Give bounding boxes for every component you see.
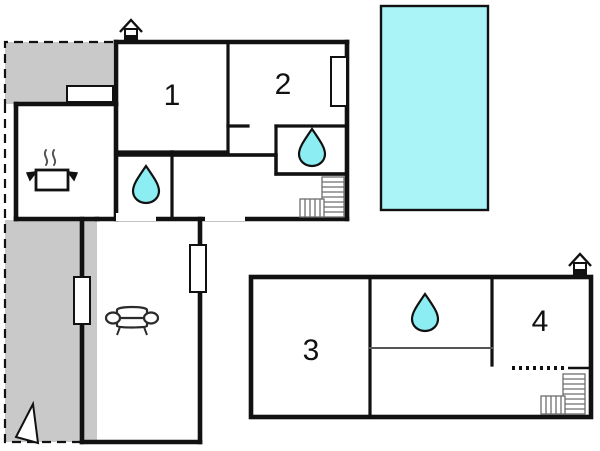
room-label-1: 1 bbox=[164, 79, 181, 112]
water-drop-shape bbox=[131, 164, 161, 205]
stair-treads-horizontal bbox=[304, 199, 321, 217]
water-drop-icon bbox=[297, 127, 327, 168]
door-opening[interactable] bbox=[189, 244, 207, 293]
entrance-door bbox=[574, 269, 586, 275]
stair-run-horizontal bbox=[299, 198, 325, 218]
entrance-roof bbox=[568, 252, 592, 267]
upper-step-wall bbox=[114, 153, 349, 176]
living-wing-walls bbox=[79, 216, 203, 445]
room-label-2: 2 bbox=[275, 68, 292, 101]
door-opening[interactable] bbox=[330, 56, 348, 107]
sofa-arm-right bbox=[142, 311, 160, 325]
water-drop-shape bbox=[297, 127, 327, 168]
entrance-door bbox=[125, 35, 137, 41]
pot-body bbox=[34, 168, 70, 192]
staircase-icon bbox=[299, 176, 345, 218]
swimming-pool-rect bbox=[379, 4, 490, 212]
entrance-roof bbox=[119, 18, 143, 33]
sofa-seat bbox=[115, 316, 149, 329]
terrace-lower-dashed-border bbox=[3, 104, 97, 444]
stair-treads-vertical bbox=[322, 181, 344, 213]
door-opening[interactable] bbox=[73, 276, 91, 325]
sofa-leg bbox=[143, 326, 148, 336]
sofa-arm-left bbox=[104, 311, 122, 325]
wall-gap bbox=[116, 213, 156, 221]
room-label-3: 3 bbox=[303, 334, 320, 367]
pot-handle-left bbox=[25, 171, 38, 182]
north-arrow-shape bbox=[14, 400, 40, 445]
steam-line bbox=[43, 149, 49, 166]
stair-treads-horizontal bbox=[545, 396, 562, 414]
terrace-upper-dashed-border bbox=[3, 40, 113, 104]
water-drop-shape bbox=[410, 292, 440, 333]
steam-line bbox=[51, 149, 57, 166]
cooking-pot-icon bbox=[25, 149, 79, 192]
swimming-pool-area bbox=[379, 4, 490, 212]
pot-handle-right bbox=[66, 171, 79, 182]
openings-group bbox=[66, 56, 348, 325]
staircase-icon bbox=[540, 373, 586, 415]
door-opening[interactable] bbox=[66, 85, 114, 103]
sofa-leg bbox=[116, 326, 121, 336]
lower-building-walls bbox=[248, 274, 594, 420]
room-label-4: 4 bbox=[532, 305, 549, 338]
stair-treads-vertical bbox=[563, 378, 585, 410]
north-arrow-icon bbox=[14, 400, 40, 445]
sofa-icon bbox=[104, 305, 160, 336]
entrance-house-icon bbox=[119, 18, 143, 42]
water-drop-icon bbox=[131, 164, 161, 205]
water-drop-icon bbox=[410, 292, 440, 333]
stair-run-horizontal bbox=[540, 395, 566, 415]
wall-gap bbox=[205, 213, 245, 221]
entrance-house-icon bbox=[568, 252, 592, 276]
